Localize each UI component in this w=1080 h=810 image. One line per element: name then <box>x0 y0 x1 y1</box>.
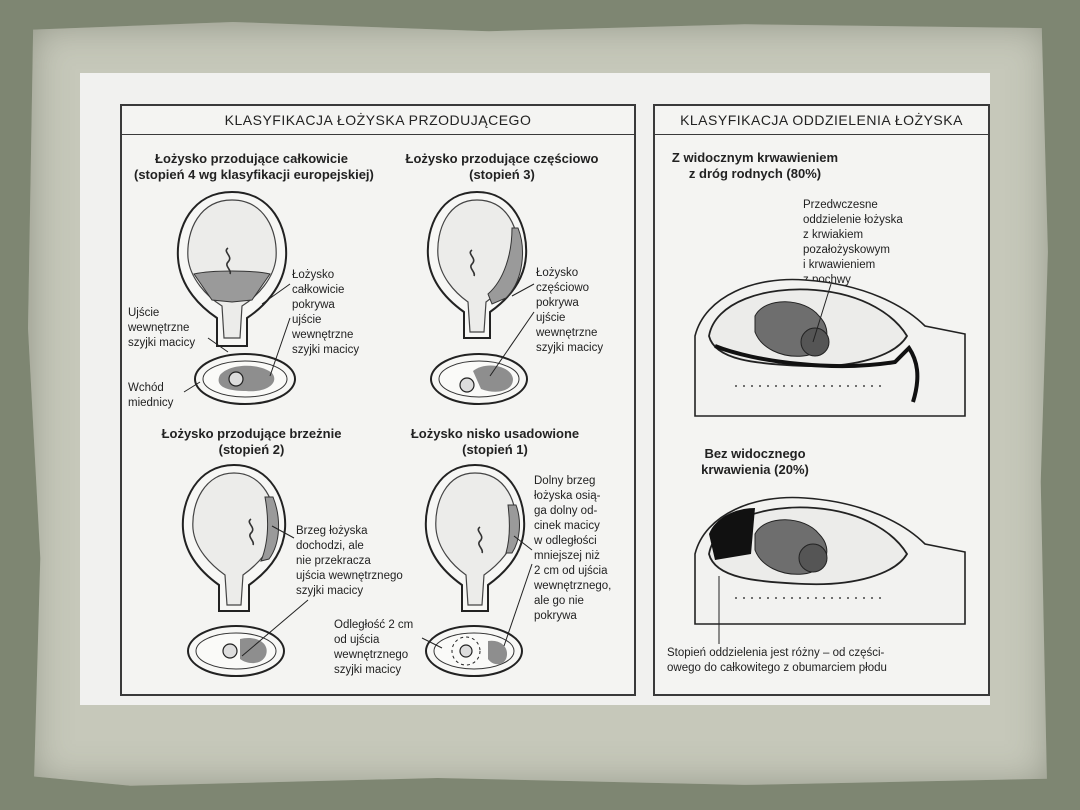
low-lying-pelvic-inlet <box>425 625 523 677</box>
visible-bleeding-leader-line <box>812 283 832 343</box>
pelvic-inlet-label: Wchód miednicy <box>128 382 174 409</box>
partial-caption-line1: Łożysko przodujące częściowo <box>405 151 599 166</box>
concealed-leader-line <box>718 576 720 644</box>
concealed-caption-line2: krwawienia (20%) <box>701 462 809 477</box>
complete-leader-lines <box>183 283 291 393</box>
complete-caption-line1: Łożysko przodujące całkowicie <box>155 151 348 166</box>
visible-bleeding-caption: Z widocznym krwawieniem z dróg rodnych (… <box>665 150 845 182</box>
complete-uterus-diagram <box>176 190 288 347</box>
marginal-leader-lines <box>241 525 309 657</box>
marginal-uterus-diagram <box>181 463 287 612</box>
marginal-placenta-label: Brzeg łożyska dochodzi, ale nie przekrac… <box>296 525 403 597</box>
complete-placenta-label: Łożysko całkowicie pokrywa ujście wewnęt… <box>292 269 360 356</box>
visible-bleeding-caption-line2: z dróg rodnych (80%) <box>688 166 822 181</box>
concealed-caption: Bez widocznego krwawienia (20%) <box>675 446 835 478</box>
textbook-page: KLASYFIKACJA ŁOŻYSKA PRZODUJĄCEGO Łożysk… <box>80 73 990 705</box>
abruption-title: KLASYFIKACJA ODDZIELENIA ŁOŻYSKA <box>655 106 988 135</box>
abruption-panel: KLASYFIKACJA ODDZIELENIA ŁOŻYSKA Z widoc… <box>653 104 990 696</box>
marginal-pelvic-inlet <box>187 625 285 677</box>
concealed-label: Stopień oddzielenia jest różny – od częś… <box>667 647 887 674</box>
visible-bleeding-caption-line1: Z widocznym krwawieniem <box>671 150 839 165</box>
complete-caption-line2: (stopień 4 wg klasyfikacji europejskiej) <box>134 167 374 182</box>
low-lying-uterus-diagram <box>424 463 526 612</box>
complete-pelvic-inlet <box>194 353 296 405</box>
complete-caption: Łożysko przodujące całkowicie (stopień 4… <box>134 151 374 183</box>
marginal-caption: Łożysko przodujące brzeżnie (stopień 2) <box>134 426 369 458</box>
visible-bleeding-label: Przedwczesne oddzielenie łożyska z krwia… <box>803 199 903 286</box>
low-lying-placenta-label: Dolny brzeg łożyska osią- ga dolny od- c… <box>534 475 612 622</box>
marginal-caption-line1: Łożysko przodujące brzeżnie <box>161 426 342 441</box>
placenta-previa-panel: KLASYFIKACJA ŁOŻYSKA PRZODUJĄCEGO Łożysk… <box>120 104 636 696</box>
visible-bleeding-diagram <box>694 278 966 417</box>
partial-leader-lines <box>489 283 535 377</box>
partial-caption: Łożysko przodujące częściowo (stopień 3) <box>392 151 612 183</box>
distance-label: Odległość 2 cm od ujścia wewnętrznego sz… <box>334 619 414 676</box>
partial-uterus-diagram <box>426 190 528 339</box>
concealed-caption-line1: Bez widocznego <box>704 446 806 461</box>
low-lying-caption: Łożysko nisko usadowione (stopień 1) <box>390 426 600 458</box>
placenta-previa-title: KLASYFIKACJA ŁOŻYSKA PRZODUJĄCEGO <box>122 106 634 135</box>
low-lying-leader-lines <box>421 535 533 649</box>
concealed-diagram <box>694 496 966 625</box>
internal-os-label: Ujście wewnętrzne szyjki macicy <box>128 307 196 349</box>
marginal-caption-line2: (stopień 2) <box>218 442 285 457</box>
low-lying-caption-line1: Łożysko nisko usadowione <box>410 426 580 441</box>
partial-pelvic-inlet <box>430 353 528 405</box>
partial-placenta-label: Łożysko częściowo pokrywa ujście wewnętr… <box>536 267 604 354</box>
partial-caption-line2: (stopień 3) <box>469 167 535 182</box>
low-lying-caption-line2: (stopień 1) <box>462 442 528 457</box>
